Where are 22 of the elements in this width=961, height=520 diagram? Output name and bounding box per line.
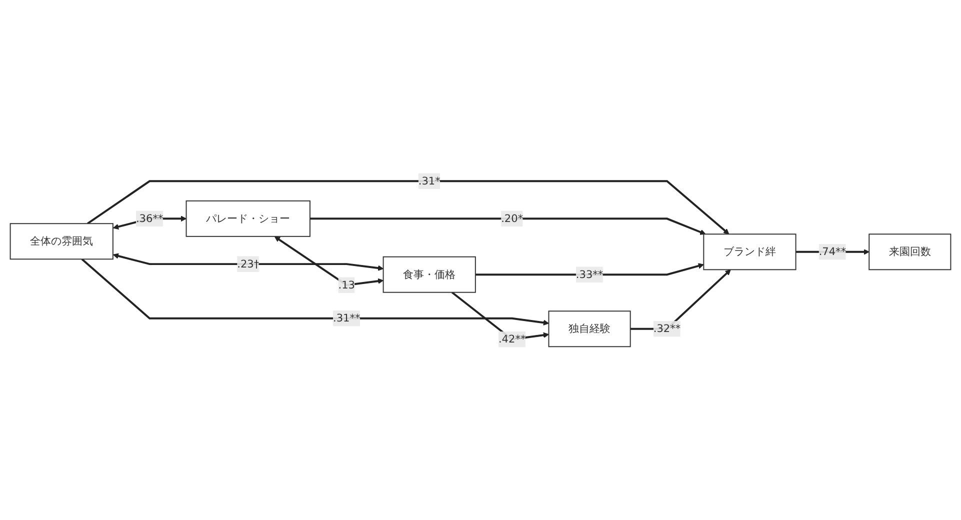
edge-label: .20* xyxy=(501,212,524,224)
edge-label: .42** xyxy=(498,332,526,346)
arrow xyxy=(81,258,550,326)
arrow xyxy=(112,252,384,271)
arrow xyxy=(274,236,384,286)
edge-label: .31** xyxy=(332,311,360,324)
edge-label: .31* xyxy=(418,174,440,187)
edge-label: .74** xyxy=(818,245,846,258)
node-box: 来園回数 xyxy=(868,233,952,270)
arrow xyxy=(310,217,706,235)
node-box: 食事・価格 xyxy=(382,256,476,293)
edge-label: .36** xyxy=(136,212,164,224)
node-box: 全体の雰囲気 xyxy=(10,222,114,260)
edge-label: .33** xyxy=(576,268,604,280)
node-box: パレード・ショー xyxy=(186,200,310,237)
edge-label: .32** xyxy=(653,322,681,335)
edge-label: .13 xyxy=(338,278,356,291)
node-box: 独自経験 xyxy=(548,310,631,347)
edge-label: .23† xyxy=(237,257,260,270)
arrow xyxy=(475,262,704,276)
arrow xyxy=(87,180,730,234)
node-box: ブランド絆 xyxy=(703,233,796,270)
